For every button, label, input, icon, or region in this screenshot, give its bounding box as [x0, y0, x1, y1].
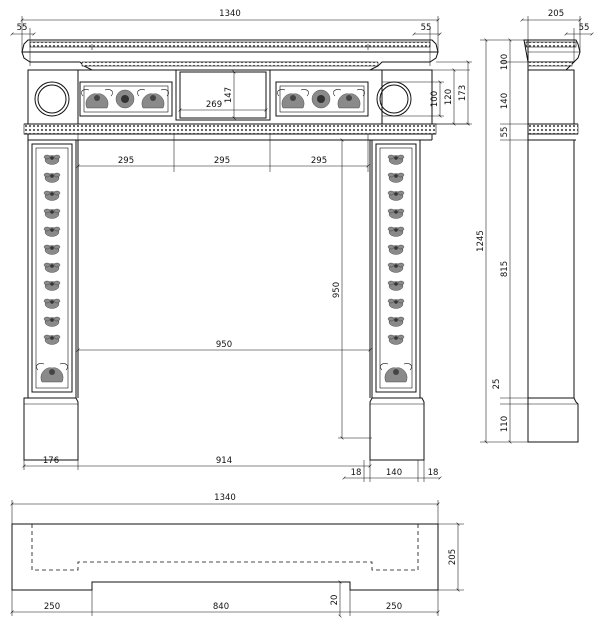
dim-center-panel-width: 269: [206, 100, 222, 110]
jamb-ornament-right: [379, 154, 413, 383]
dim-frieze-outer: 173: [458, 85, 468, 101]
dim-opening-base: 914: [216, 456, 232, 466]
dim-leg-width: 176: [43, 456, 59, 466]
dim-center-panel-height: 147: [224, 87, 234, 103]
dim-side-depth: 205: [548, 9, 564, 19]
dim-jamb-width: 140: [386, 468, 402, 478]
dim-plan-total-width: 1340: [214, 493, 236, 503]
plinth-left: [23, 397, 79, 461]
dim-side-cornice-proj: 55: [579, 23, 590, 33]
side-dimensions: 205 55 1245 100 140 55 815 25 110: [476, 9, 592, 442]
dim-plan-right-return: 250: [386, 602, 402, 612]
frieze-panel-center: [175, 69, 271, 121]
frieze-panel-right: [275, 81, 369, 117]
dim-opening-height: 950: [332, 282, 342, 298]
dim-overhang-left: 55: [17, 23, 28, 33]
dim-side-plinth-mould: 25: [492, 379, 502, 390]
jamb-ornament-left: [35, 154, 69, 383]
dim-side-frieze: 140: [500, 93, 510, 109]
dim-overhang-right: 55: [421, 23, 432, 33]
dim-plan-depth: 205: [448, 549, 458, 565]
front-dimensions: 1340 55 55 269 147 100 120 173 295 2: [12, 9, 472, 482]
dim-frieze-mid: 120: [444, 89, 454, 105]
plinth-right: [369, 397, 425, 461]
frieze-panel-left: [79, 81, 173, 117]
dim-plan-center: 840: [213, 602, 229, 612]
dim-frieze-section-2: 295: [214, 156, 230, 166]
dim-total-width: 1340: [219, 9, 241, 19]
plan-view: 1340 205 250 840 250 20: [12, 493, 464, 616]
plan-hidden-opening: [31, 524, 419, 571]
side-view: [523, 39, 581, 443]
dim-opening-width: 950: [216, 340, 232, 350]
frieze-ornament-left: [80, 88, 170, 109]
plan-outline: [11, 523, 439, 591]
dim-plan-left-return: 250: [44, 602, 60, 612]
dim-plan-step: 20: [330, 595, 340, 606]
roundel-left: [34, 81, 70, 117]
bead-moulding: [23, 123, 437, 135]
dim-side-jamb: 815: [500, 261, 510, 277]
dim-gap-right: 18: [428, 468, 439, 478]
dim-frieze-inner: 100: [430, 91, 440, 107]
dim-side-mould: 55: [500, 127, 510, 138]
frieze-ornament-right: [276, 88, 366, 109]
dim-side-cornice: 100: [500, 54, 510, 70]
dim-side-plinth: 110: [500, 416, 510, 432]
dim-frieze-section-1: 295: [118, 156, 134, 166]
dim-gap-left: 18: [351, 468, 362, 478]
dim-frieze-section-3: 295: [311, 156, 327, 166]
dim-side-total-height: 1245: [476, 230, 486, 252]
